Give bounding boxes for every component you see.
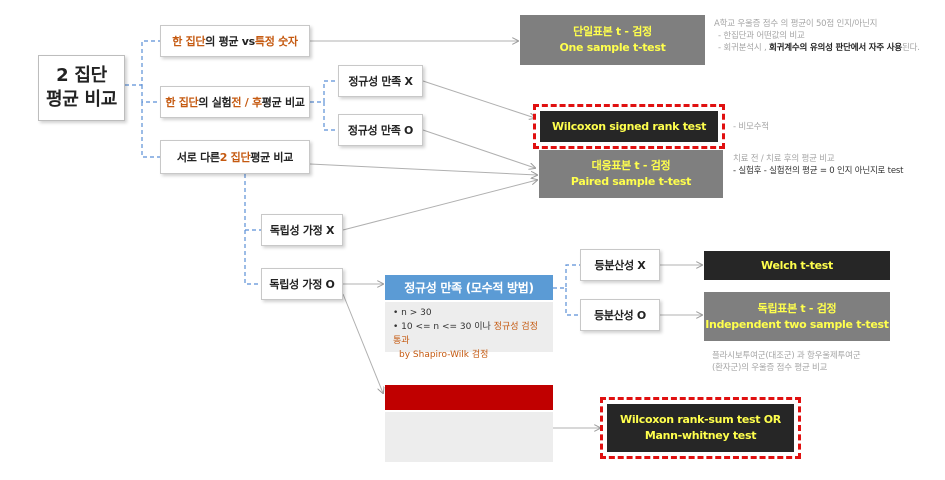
parametric-b2-pre: • 10 <= n <= 30 이나 [393,322,494,332]
one-group-pre-post-mid: 의 실험 [198,96,232,109]
nonparametric-title-box [385,385,553,410]
root-line1: 2 집단 [56,65,107,86]
wilcoxon-signed-rank-box: Wilcoxon signed rank test [540,111,718,142]
welch-t-test-box: Welch t-test [704,251,890,280]
one-group-pre-post-post: 평균 비교 [261,96,305,109]
independent-t-test-box: 독립표본 t - 검정 Independent two sample t-tes… [704,292,890,341]
independence-x-label: 독립성 가정 X [269,224,335,237]
paired-note-l2: - 실험후 - 실험전의 평균 = 0 인지 아닌지로 test [733,166,904,176]
one-group-vs-number-mid: 의 평균 vs [205,35,255,48]
one-sample-note: A학교 우울증 점수 의 평균이 50점 인지/아닌지 - 한집단과 어떤값의 … [714,18,920,54]
normality-x-label: 정규성 만족 X [348,75,413,88]
one-sample-note-l1: A학교 우울증 점수 의 평균이 50점 인지/아닌지 [714,19,878,29]
one-group-pre-post-pre: 한 집단 [165,96,199,109]
one-group-pre-post-box: 한 집단 의 실험 전 / 후 평균 비교 [160,86,310,118]
root-line2: 평균 비교 [45,89,117,110]
paired-t-test-box: 대응표본 t - 검정 Paired sample t-test [539,150,723,198]
one-group-pre-post-hl: 전 / 후 [231,96,262,109]
wilcoxon-signed-highlight-frame [533,104,725,149]
nonparametric-conditions-panel [385,412,553,462]
wilcoxon-rank-sum-line1: Wilcoxon rank-sum test OR [620,413,781,426]
independence-o-box: 독립성 가정 O [261,268,343,300]
root-box: 2 집단 평균 비교 [38,55,125,121]
independent-line2: Independent two sample t-test [705,317,889,331]
independence-x-box: 독립성 가정 X [261,214,343,246]
paired-note: 치료 전 / 치료 후의 평균 비교 - 실험후 - 실험전의 평균 = 0 인… [733,153,903,177]
paired-note-l1: 치료 전 / 치료 후의 평균 비교 [733,154,835,164]
equal-variance-x-label: 등분산성 X [594,259,646,272]
parametric-b1: • n > 30 [393,308,432,318]
independent-line1: 독립표본 t - 검정 [757,301,837,315]
wilcoxon-signed-label: Wilcoxon signed rank test [551,119,707,133]
wilcoxon-rank-sum-highlight-frame [600,397,801,459]
equal-variance-x-box: 등분산성 X [580,249,660,281]
one-group-vs-number-post: 특정 숫자 [254,35,298,48]
equal-variance-o-box: 등분산성 O [580,299,660,331]
one-sample-note-l2: - 한집단과 어떤값의 비교 [718,31,805,41]
one-sample-note-l3-bold: 회귀계수의 유의성 판단에서 자주 사용 [768,43,902,53]
one-sample-line2: One sample t-test [559,41,666,54]
paired-line2: Paired sample t-test [570,175,692,188]
wilcoxon-rank-sum-line2: Mann-whitney test [644,429,757,442]
normality-x-box: 정규성 만족 X [338,65,423,97]
wilcoxon-signed-note: - 비모수적 [733,122,769,132]
two-groups-box: 서로 다른 2 집단 평균 비교 [160,140,310,174]
one-sample-note-l3-pre: - 회귀분석시 , [718,43,769,53]
one-group-vs-number-pre: 한 집단 [172,35,206,48]
independent-note: 플라시보투여군(대조군) 과 항우울제투여군 (환자군)의 우울증 점수 평균 … [712,350,861,374]
parametric-b3: by Shapiro-Wilk 검정 [399,350,489,360]
equal-variance-o-label: 등분산성 O [594,309,646,322]
independent-note-l2: (환자군)의 우울증 점수 평균 비교 [712,363,828,373]
one-sample-note-l3-post: 된다. [901,43,920,53]
one-sample-note-l3: - 회귀분석시 , 회귀계수의 유의성 판단에서 자주 사용된다. [714,42,920,54]
paired-line1: 대응표본 t - 검정 [591,159,671,172]
one-group-vs-number-box: 한 집단 의 평균 vs 특정 숫자 [160,25,310,57]
parametric-b2-hl: 정규성 검정 통과 [393,322,538,346]
two-groups-post: 평균 비교 [250,151,294,164]
independence-o-label: 독립성 가정 O [269,278,335,291]
two-groups-hl: 2 집단 [219,151,251,164]
wilcoxon-rank-sum-box: Wilcoxon rank-sum test OR Mann-whitney t… [607,404,794,452]
normality-o-label: 정규성 만족 O [347,124,414,137]
independent-note-l1: 플라시보투여군(대조군) 과 항우울제투여군 [712,351,861,361]
normality-o-box: 정규성 만족 O [338,114,423,146]
parametric-conditions-panel: • n > 30 • 10 <= n <= 30 이나 정규성 검정 통과 by… [385,302,553,360]
parametric-title: 정규성 만족 (모수적 방법) [404,281,534,295]
one-sample-line1: 단일표본 t - 검정 [573,25,652,38]
parametric-b2: • 10 <= n <= 30 이나 정규성 검정 통과 [393,320,545,348]
parametric-title-box: 정규성 만족 (모수적 방법) [385,275,553,300]
two-groups-pre: 서로 다른 [176,151,220,164]
welch-label: Welch t-test [761,258,833,272]
one-sample-t-test-box: 단일표본 t - 검정 One sample t-test [520,15,705,65]
